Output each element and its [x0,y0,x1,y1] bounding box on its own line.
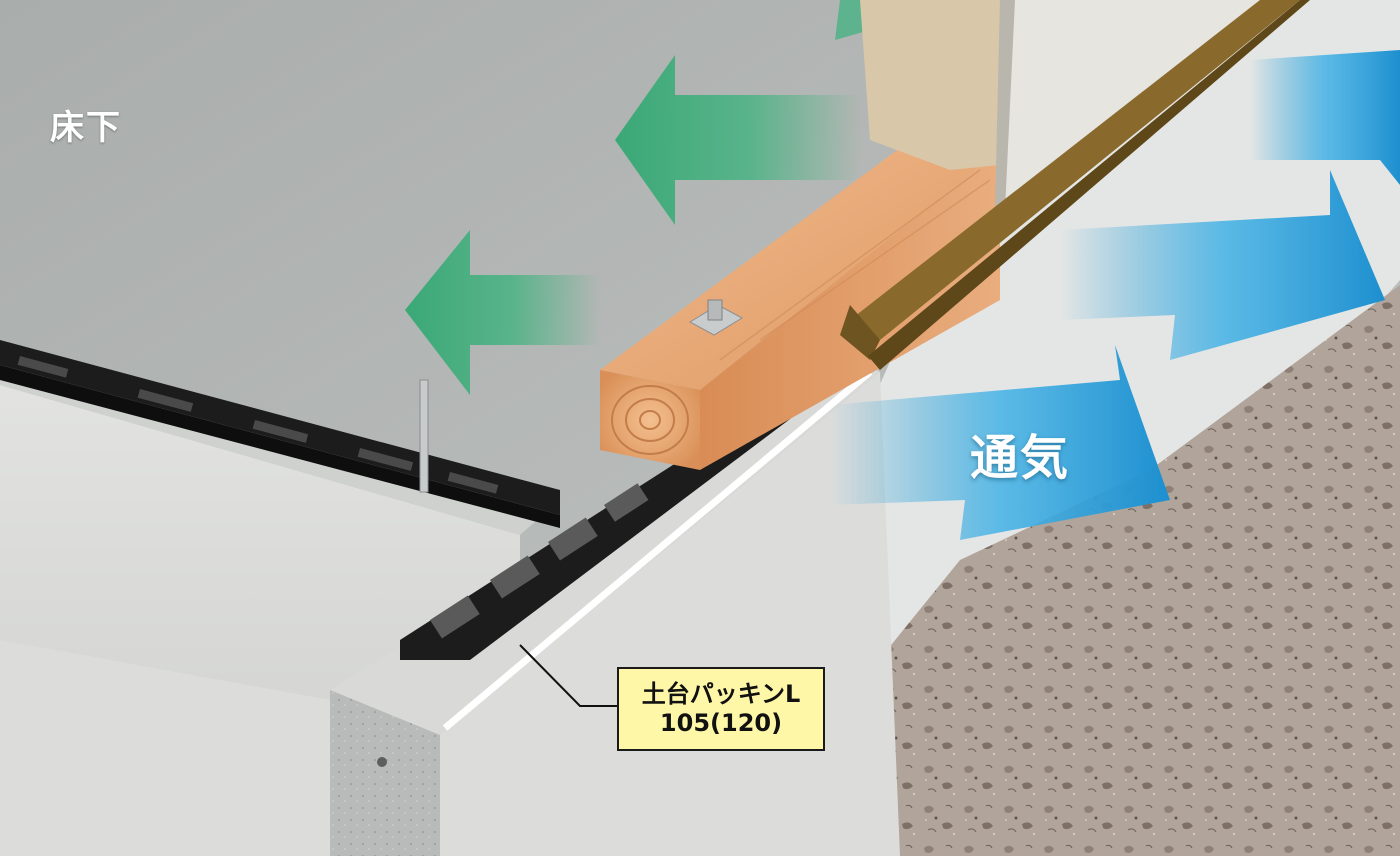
flashing-board [840,0,1310,370]
sill-anchor-nut [688,299,744,336]
underfloor-label: 床下 [50,108,122,148]
anchor-bolt [419,379,429,493]
blue-airflow-arrow-3 [1250,50,1400,185]
white-seal-strip [442,369,873,731]
lower-slab [0,640,330,856]
callout-product-name: 土台パッキンL [641,680,801,709]
blue-airflow-arrow-2 [1060,170,1385,360]
callout-leader-line [519,644,617,707]
green-airflow-arrow-1 [405,230,600,395]
foundation-end-cut [330,690,440,856]
blue-airflow-arrow-1 [830,345,1170,540]
ventilation-label: 通気 [970,430,1071,486]
sill-packing-callout: 土台パッキンL 105(120) [617,667,825,751]
callout-product-size: 105(120) [659,709,783,737]
green-airflow-arrow-2 [615,55,860,225]
foundation-anchor-hole [377,757,387,767]
